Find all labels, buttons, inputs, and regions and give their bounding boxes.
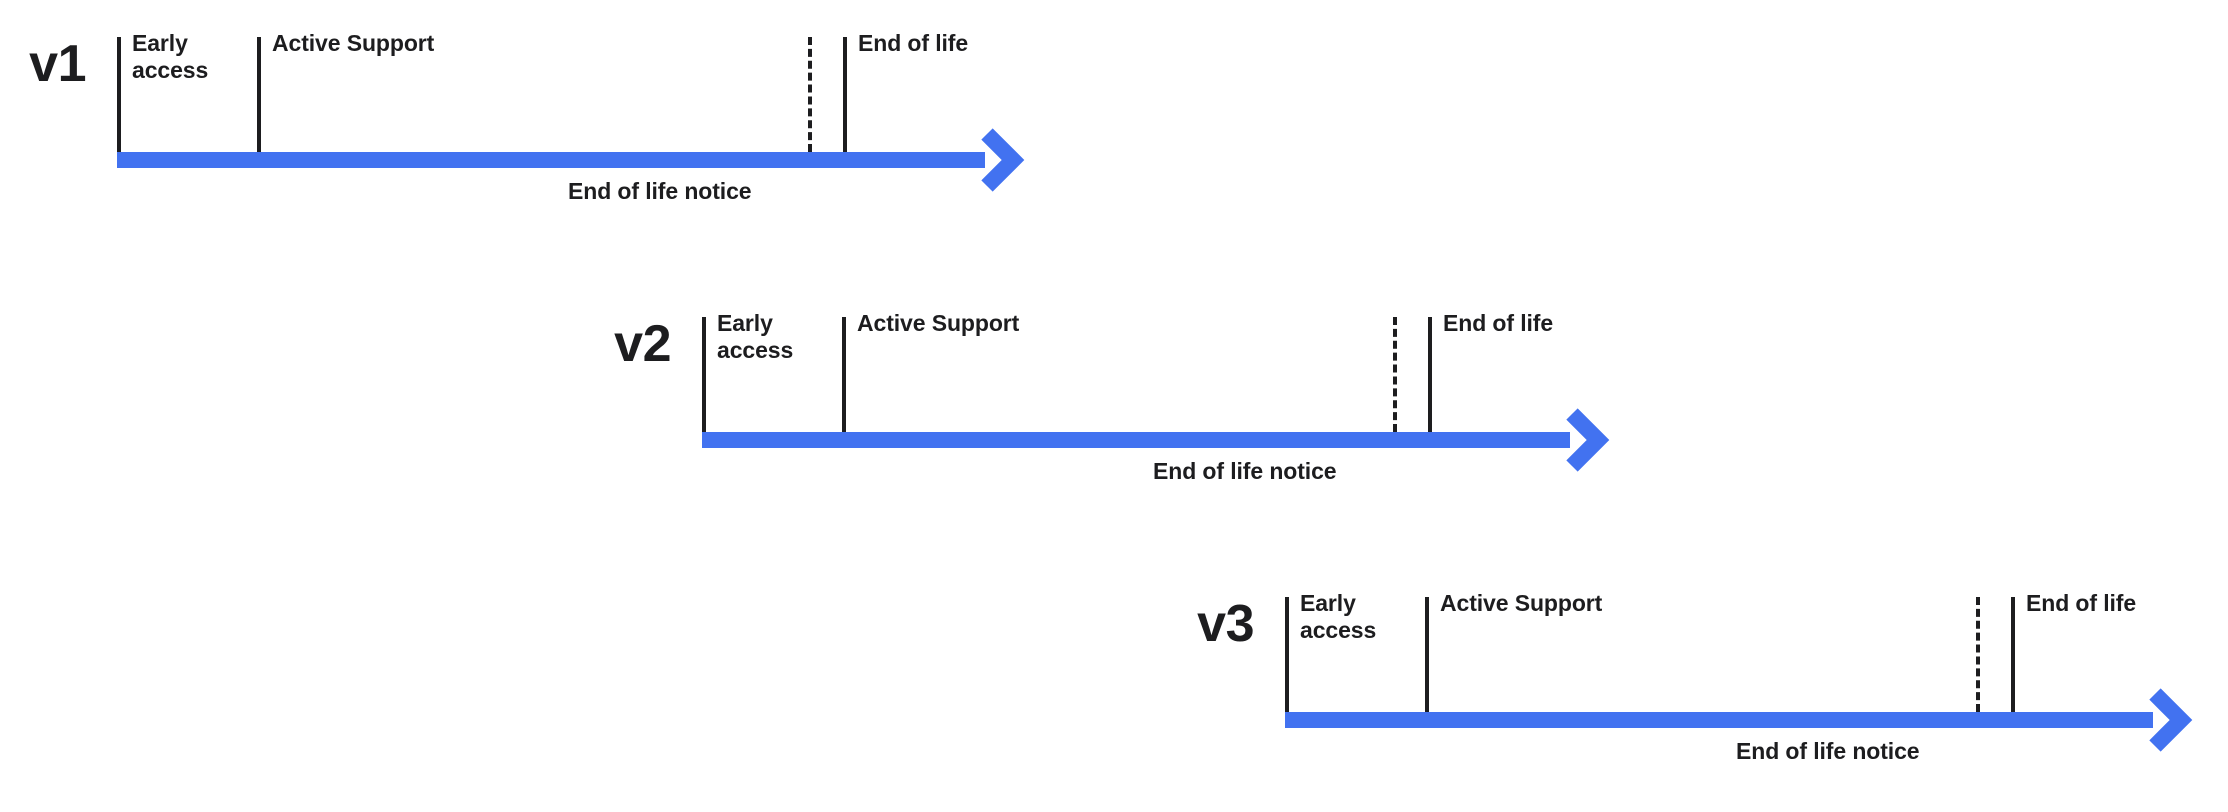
phase-label-end-of-life-v2: End of life <box>1443 310 1554 336</box>
tick-active-support-start-v3 <box>1425 597 1429 712</box>
arrow-head-icon-v3 <box>2135 688 2199 752</box>
phase-label-early-access-v1: Early access <box>132 30 209 84</box>
tick-early-access-start-v3 <box>1285 597 1289 712</box>
tick-end-of-life-notice-start-v1 <box>808 37 812 152</box>
tick-early-access-start-v2 <box>702 317 706 432</box>
tick-active-support-start-v1 <box>257 37 261 152</box>
arrow-head-icon-v1 <box>967 128 1031 192</box>
tick-end-of-life-notice-start-v3 <box>1976 597 1980 712</box>
tick-end-of-life-start-v1 <box>843 37 847 152</box>
tick-end-of-life-start-v3 <box>2011 597 2015 712</box>
phase-label-end-of-life-v3: End of life <box>2026 590 2137 616</box>
lifecycle-bar-v1 <box>117 152 985 168</box>
phase-label-end-of-life-v1: End of life <box>858 30 969 56</box>
version-label-v1: v1 <box>29 35 86 93</box>
tick-end-of-life-notice-start-v2 <box>1393 317 1397 432</box>
lifecycle-bar-v2 <box>702 432 1570 448</box>
phase-label-active-support-v2: Active Support <box>857 310 1020 336</box>
end-of-life-notice-label-v2: End of life notice <box>1153 458 1337 484</box>
tick-end-of-life-start-v2 <box>1428 317 1432 432</box>
phase-label-early-access-v3: Early access <box>1300 590 1377 644</box>
arrow-head-icon-v2 <box>1552 408 1616 472</box>
version-label-v2: v2 <box>614 315 671 373</box>
end-of-life-notice-label-v3: End of life notice <box>1736 738 1920 764</box>
version-label-v3: v3 <box>1197 595 1254 653</box>
phase-label-early-access-v2: Early access <box>717 310 794 364</box>
phase-label-active-support-v1: Active Support <box>272 30 435 56</box>
lifecycle-bar-v3 <box>1285 712 2153 728</box>
end-of-life-notice-label-v1: End of life notice <box>568 178 752 204</box>
phase-label-active-support-v3: Active Support <box>1440 590 1603 616</box>
tick-active-support-start-v2 <box>842 317 846 432</box>
tick-early-access-start-v1 <box>117 37 121 152</box>
